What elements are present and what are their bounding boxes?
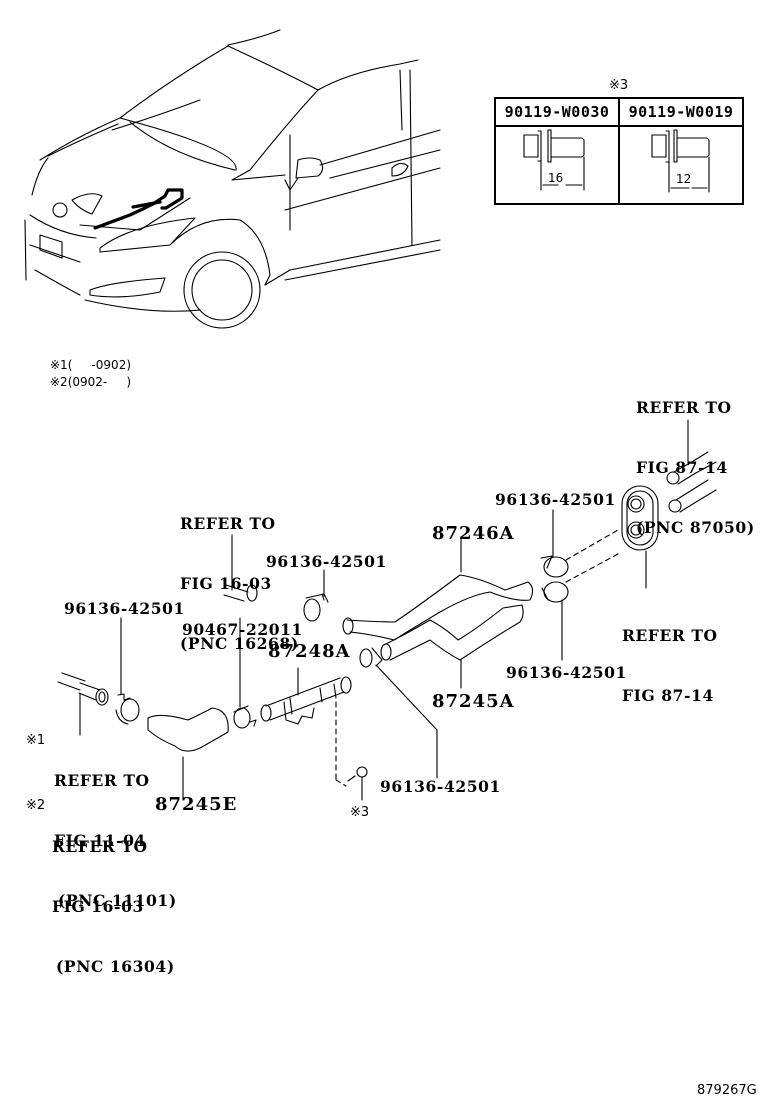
label-line: FIG 11-04 (54, 831, 146, 850)
refer-label-fig-87-14[interactable]: REFER TO FIG 87-14 (622, 586, 718, 726)
label-line: REFER TO (180, 514, 276, 533)
note-mark-2: ※2 (26, 798, 46, 813)
part-label-clamp-center[interactable]: 96136-42501 (266, 552, 387, 571)
pipe-87248A (260, 667, 352, 781)
label-line: (PNC 16268) (180, 634, 299, 653)
clip-90467-22011 (233, 617, 257, 729)
label-line: REFER TO (636, 398, 732, 417)
refer-label-11101[interactable]: REFER TO FIG 11-04 (PNC 11101) (54, 731, 177, 931)
refer-label-87050[interactable]: REFER TO FIG 87-14 (PNC 87050) (636, 358, 755, 558)
part-label-clamp-bottom-center[interactable]: 96136-42501 (380, 777, 501, 796)
part-label-clamp-bottom-right[interactable]: 96136-42501 (506, 663, 627, 682)
note-2: ※2(0902- ) (50, 374, 131, 391)
bolt-dimension: 12 (676, 172, 692, 186)
refer-label-16304[interactable]: REFER TO FIG 16-03 (PNC 16304) (52, 797, 175, 997)
clamp-center (303, 569, 329, 622)
label-line: (PNC 11101) (58, 891, 177, 910)
note-mark: ※1 (50, 358, 68, 372)
refer-label-16268[interactable]: REFER TO FIG 16-03 (PNC 16268) (180, 474, 299, 674)
part-label-87248A[interactable]: 87248A (268, 641, 351, 662)
bolt-drawing-cell: 16 (494, 125, 620, 205)
label-line: (PNC 87050) (636, 518, 755, 537)
part-label-clamp-left[interactable]: 96136-42501 (64, 599, 185, 618)
clamp-bottom-right (541, 529, 619, 661)
label-line: REFER TO (622, 626, 718, 645)
bolt-note-mark: ※3 (350, 805, 370, 820)
bolt-part-no[interactable]: 90119-W0030 (494, 97, 620, 127)
clamp-left (115, 617, 140, 725)
bolt-part-no[interactable]: 90119-W0019 (618, 97, 744, 127)
clamp-top-right (540, 509, 569, 578)
bolt-90119 (335, 766, 368, 801)
hose-87245A (380, 604, 524, 689)
figure-code: 879267G (697, 1083, 757, 1098)
note-1: ※1( -0902) (50, 357, 131, 374)
clamp-bottom-center (359, 647, 438, 779)
bolt-dimension: 16 (548, 171, 564, 185)
label-line: FIG 16-03 (52, 897, 144, 916)
bolt-drawing-cell: 12 (618, 125, 744, 205)
part-label-87245A[interactable]: 87245A (432, 691, 515, 712)
label-line: REFER TO (54, 771, 150, 790)
note-text: ( -0902) (67, 358, 132, 372)
part-label-clip[interactable]: 90467-22011 (182, 620, 303, 639)
part-label-87246A[interactable]: 87246A (432, 523, 515, 544)
label-line: REFER TO (52, 837, 148, 856)
note-text: (0902- ) (67, 375, 132, 389)
bolt-table-note-mark: ※3 (609, 78, 629, 93)
label-line: (PNC 16304) (56, 957, 175, 976)
pipe-ref-16268 (223, 534, 258, 602)
part-label-clamp-top-right[interactable]: 96136-42501 (495, 490, 616, 509)
left-pipe (57, 672, 109, 736)
note-mark-1: ※1 (26, 733, 46, 748)
hose-87246A (342, 537, 534, 641)
pipes-ref-87050 (666, 419, 717, 513)
note-mark: ※2 (50, 375, 68, 389)
part-label-87245E[interactable]: 87245E (155, 794, 238, 815)
label-line: FIG 16-03 (180, 574, 272, 593)
bolt-spec-table: 90119-W0030 90119-W0019 16 12 (494, 97, 744, 205)
grommet (621, 485, 659, 589)
vehicle-illustration (24, 29, 441, 329)
label-line: FIG 87-14 (622, 686, 714, 705)
label-line: FIG 87-14 (636, 458, 728, 477)
hose-87245E (147, 707, 229, 801)
